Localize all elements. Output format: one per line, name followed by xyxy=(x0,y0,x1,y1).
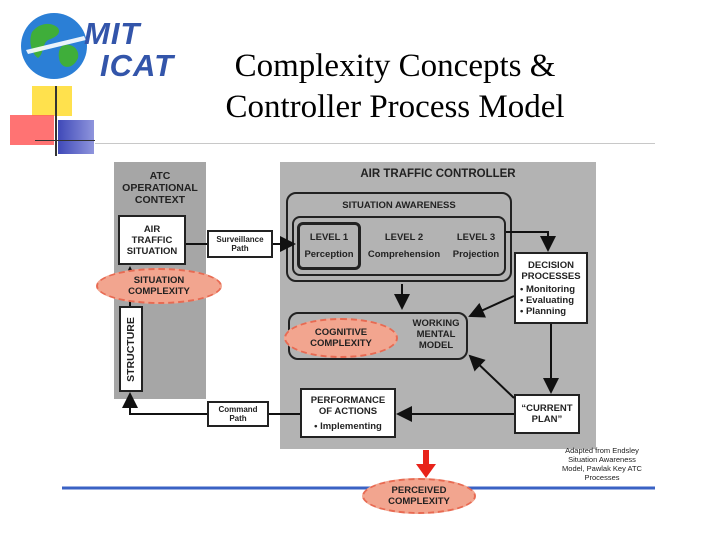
comprehension-label: Comprehension xyxy=(367,249,441,260)
decision-processes-box: DECISION PROCESSES • Monitoring • Evalua… xyxy=(514,252,588,324)
sa-to-decision-arrow xyxy=(506,231,556,252)
red-arrow-down-icon xyxy=(416,450,436,478)
globe-icon xyxy=(21,13,87,79)
perceived-complexity-label: PERCEIVED COMPLEXITY xyxy=(388,485,450,507)
decision-title: DECISION PROCESSES xyxy=(521,259,581,282)
cognitive-complexity-cloud: COGNITIVE COMPLEXITY xyxy=(284,318,398,358)
mit-icat-logo: MIT ICAT xyxy=(18,10,178,85)
command-path-box: Command Path xyxy=(207,401,269,427)
cognitive-complexity-label: COGNITIVE COMPLEXITY xyxy=(310,327,372,349)
performance-item: • Implementing xyxy=(314,420,382,432)
level3-label: LEVEL 3 xyxy=(456,232,496,243)
situation-awareness-label: SITUATION AWARENESS xyxy=(342,200,456,211)
performance-title: PERFORMANCE OF ACTIONS xyxy=(310,394,386,417)
plan-to-wmm-arrow xyxy=(468,354,515,399)
structure-box: STRUCTURE xyxy=(119,306,143,392)
accent-horizontal-line xyxy=(35,140,95,141)
title-line-2: Controller Process Model xyxy=(225,89,565,125)
command-to-structure-arrow xyxy=(122,392,207,415)
decision-items: • Monitoring • Evaluating • Planning xyxy=(520,283,576,317)
situation-complexity-cloud: SITUATION COMPLEXITY xyxy=(96,268,222,304)
slide-title: Complexity Concepts & Controller Process… xyxy=(180,46,610,128)
level1-label: LEVEL 1 xyxy=(309,232,349,243)
air-traffic-situation-label: AIR TRAFFIC SITUATION xyxy=(126,223,178,257)
adapted-from-note: Adapted from Endsley Situation Awareness… xyxy=(562,446,642,482)
current-plan-box: “CURRENT PLAN” xyxy=(514,394,580,434)
logo-mit-text: MIT xyxy=(84,16,141,51)
level1-box xyxy=(297,222,361,270)
performance-box: PERFORMANCE OF ACTIONS • Implementing xyxy=(300,388,396,438)
title-line-1: Complexity Concepts & xyxy=(234,48,556,84)
working-mental-model-label: WORKING MENTAL MODEL xyxy=(412,318,460,351)
surveillance-path-box: Surveillance Path xyxy=(207,230,273,258)
header-divider-line xyxy=(95,143,655,144)
level2-label: LEVEL 2 xyxy=(384,232,424,243)
accent-vertical-line xyxy=(55,86,57,156)
accent-yellow-square xyxy=(32,86,72,116)
logo-icat-text: ICAT xyxy=(100,48,175,83)
projection-label: Projection xyxy=(452,249,500,260)
surveillance-path-label: Surveillance Path xyxy=(216,234,264,254)
current-plan-label: “CURRENT PLAN” xyxy=(521,403,573,425)
controller-title: AIR TRAFFIC CONTROLLER xyxy=(360,168,516,180)
command-path-label: Command Path xyxy=(218,404,258,424)
perception-label: Perception xyxy=(304,249,354,260)
perceived-complexity-cloud: PERCEIVED COMPLEXITY xyxy=(362,478,476,514)
air-traffic-situation-box: AIR TRAFFIC SITUATION xyxy=(118,215,186,265)
accent-blue-square xyxy=(58,120,94,154)
context-title: ATC OPERATIONAL CONTEXT xyxy=(122,170,198,206)
decision-to-wmm-arrow xyxy=(468,295,515,318)
situation-complexity-label: SITUATION COMPLEXITY xyxy=(128,275,190,297)
